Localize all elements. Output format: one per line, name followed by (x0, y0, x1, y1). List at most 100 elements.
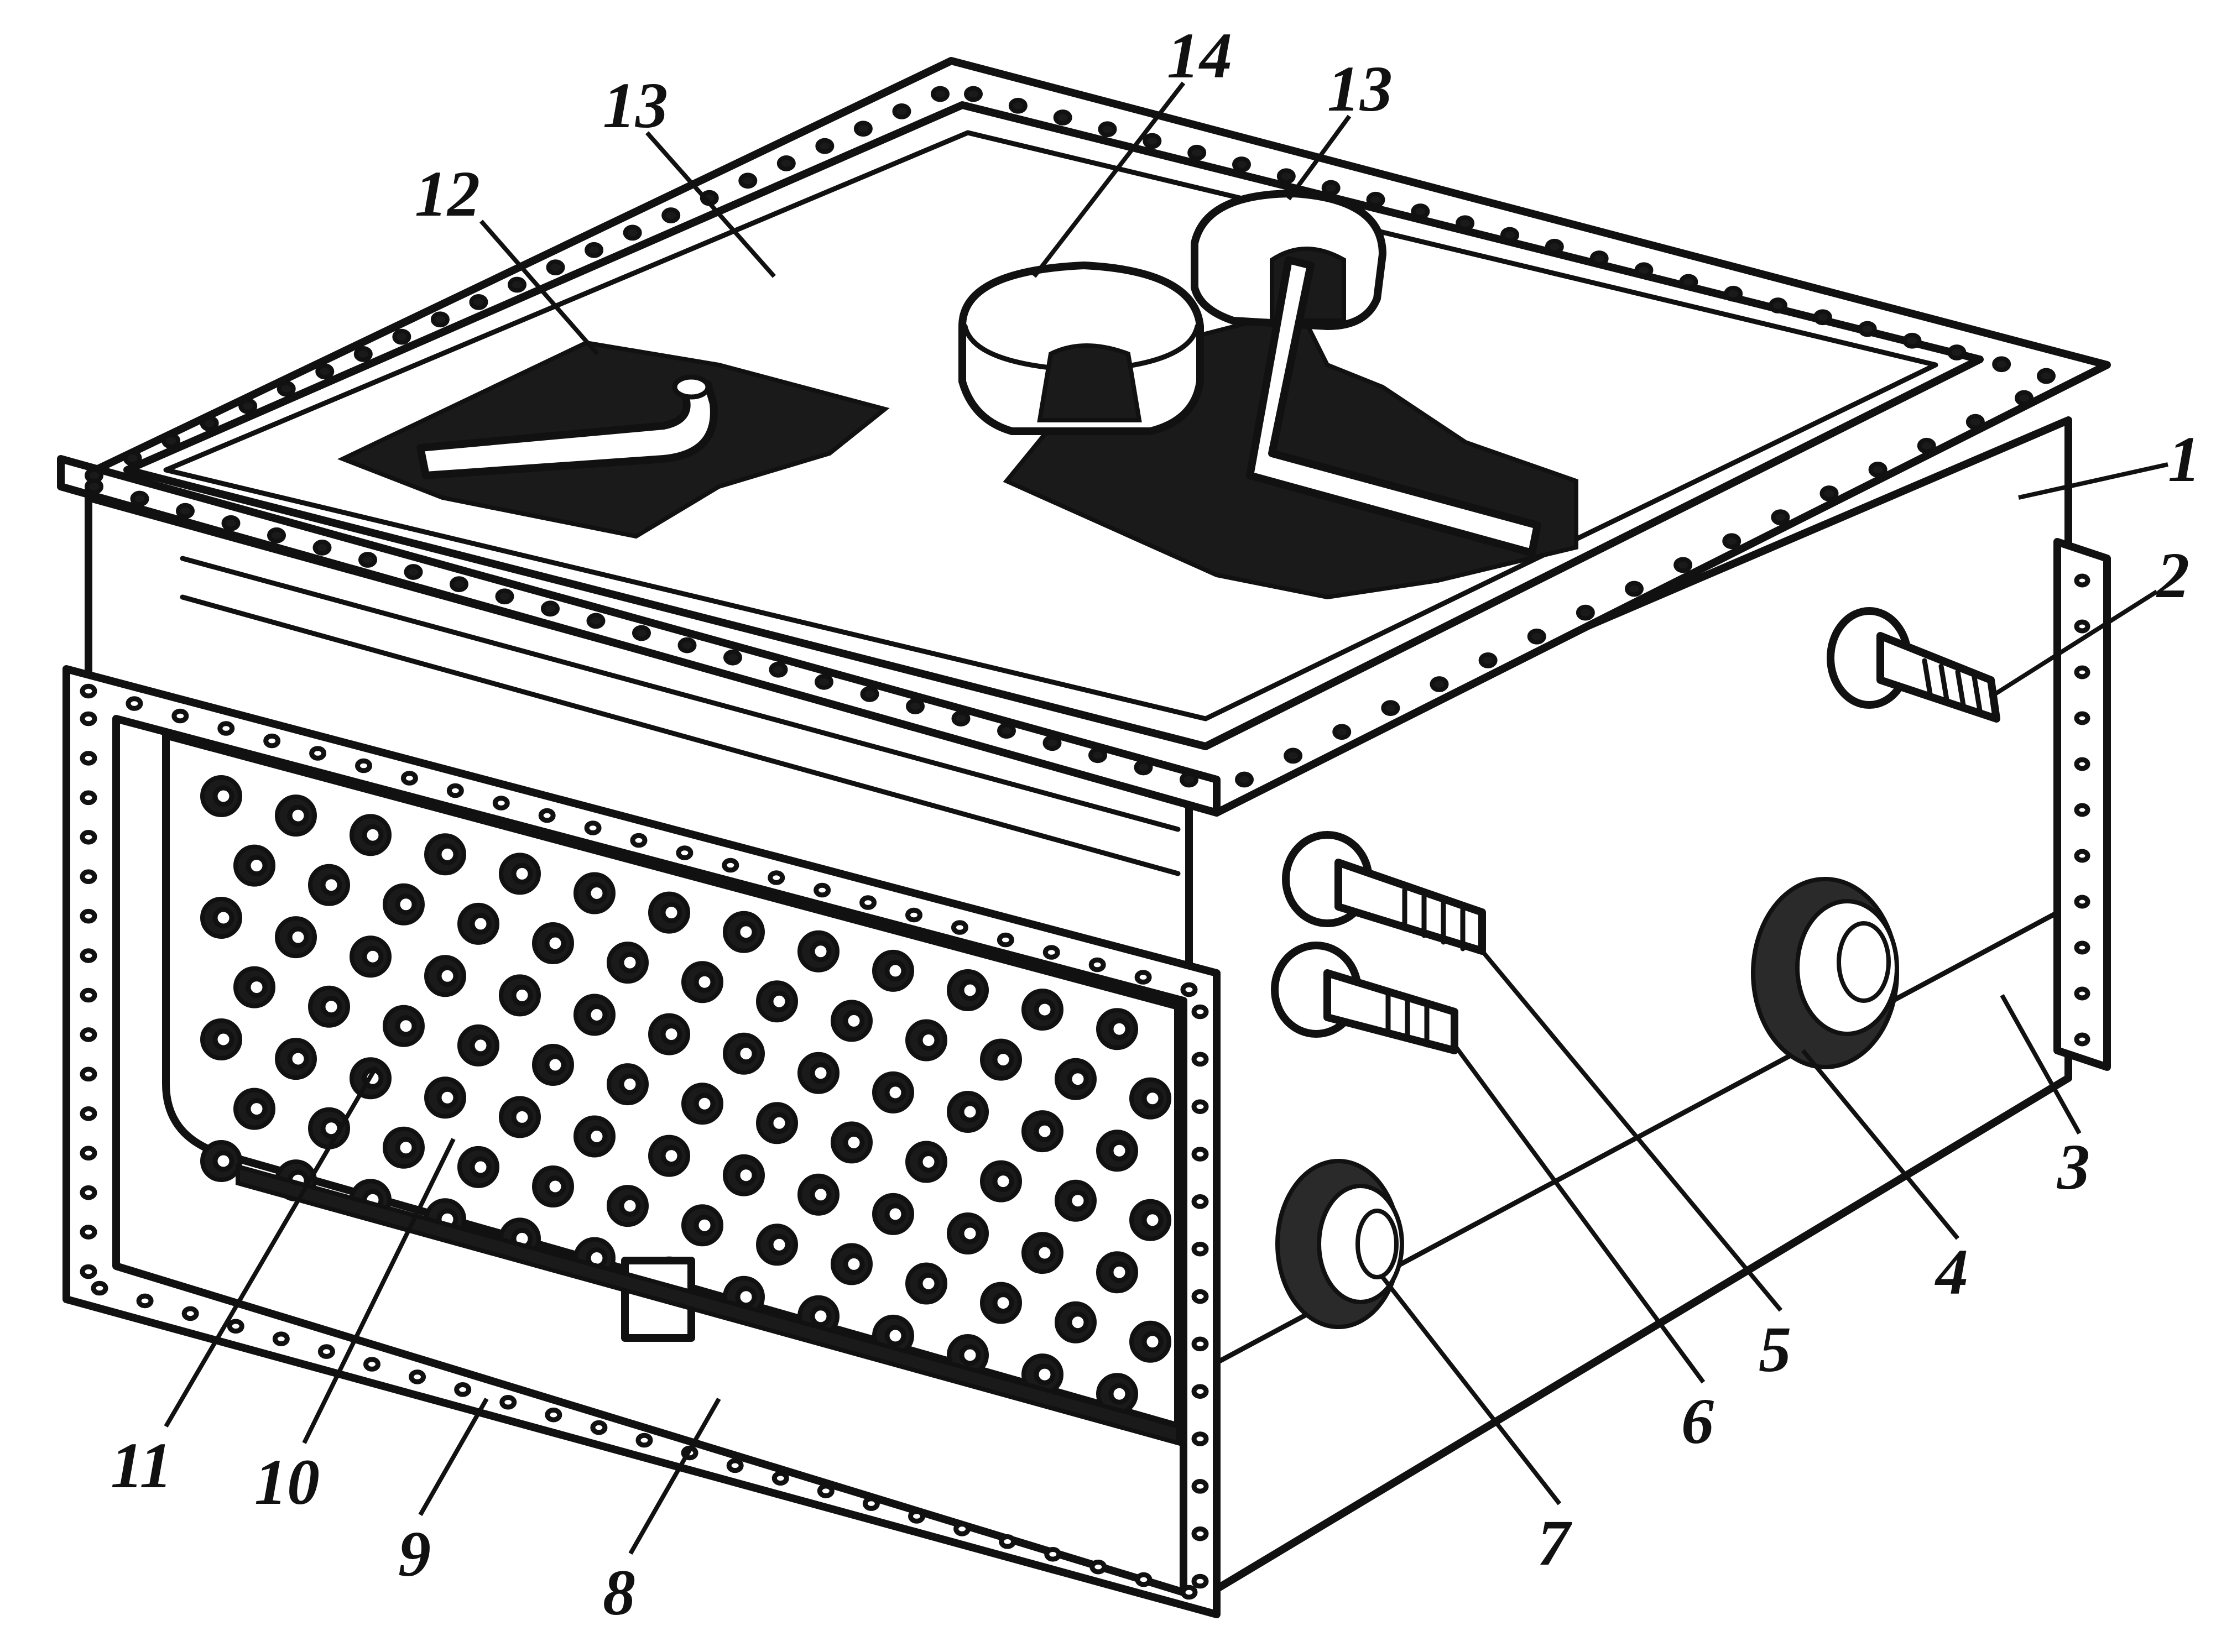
frame-bolt-hole (263, 733, 281, 749)
perforation-hole-center (992, 1049, 1014, 1071)
flange-bolt-hole (277, 380, 296, 397)
perforation-hole-center (287, 1048, 309, 1070)
perforation-hole-center (586, 1004, 608, 1026)
leader-3 (2000, 994, 2082, 1135)
frame-bolt-hole (814, 882, 831, 898)
leader-11 (164, 1065, 378, 1428)
flange-bolt-hole (723, 649, 742, 666)
label-14: 14 (1167, 19, 1232, 92)
leader-6 (1452, 1043, 1706, 1384)
flange-bolt-hole (1143, 133, 1162, 149)
flange-bolt-hole (997, 723, 1016, 739)
frame-bolt-hole (80, 711, 97, 726)
right-flange-strip (2053, 538, 2111, 1071)
leader-10 (302, 1138, 456, 1444)
flange-bolt-hole (1276, 168, 1296, 185)
flange-bolt-hole (1235, 771, 1254, 788)
flange-bolt-hole (892, 103, 911, 119)
leader-5 (1480, 949, 1783, 1312)
perforation-hole-center (544, 932, 566, 954)
perforation-hole-center (212, 785, 234, 807)
perforation-hole-center (735, 1164, 757, 1186)
frame-bolt-hole (454, 1382, 472, 1397)
frame-bolt-hole (80, 948, 97, 963)
flange-bolt-hole (1819, 485, 1839, 501)
perforation-hole-center (511, 862, 533, 885)
flange-bolt-hole (1576, 604, 1595, 621)
flange-bolt-hole (1098, 121, 1117, 138)
plate-bottom-shadow (236, 1163, 1180, 1446)
frame-bolt-hole (1044, 1546, 1062, 1562)
flange-bolt-hole (1284, 747, 1303, 764)
strip-bolt-hole (2074, 1032, 2090, 1047)
label-8: 8 (603, 1556, 635, 1629)
frame-bolt-hole (1191, 1384, 1209, 1399)
perforation-hole-center (917, 1151, 940, 1173)
frame-bolt-hole (355, 758, 372, 773)
frame-bolt-hole (726, 1458, 744, 1473)
perforation-hole-center (810, 1062, 832, 1084)
frame-bolt-hole (80, 1185, 97, 1200)
frame-bolt-hole (171, 708, 189, 724)
flange-bolt-hole (1381, 700, 1400, 717)
perforation-hole-center (436, 843, 458, 865)
strip-bolt-hole (2074, 665, 2090, 679)
perforation-hole-center (1067, 1311, 1089, 1334)
perforation-hole-center (544, 1175, 566, 1198)
frame-bolt-hole (1191, 1479, 1209, 1494)
flange-bolt-hole (815, 673, 833, 690)
perforation-hole-center (917, 1273, 940, 1294)
flange-bolt-hole (1634, 262, 1654, 279)
stud-6-shank (1323, 969, 1458, 1054)
flange-bolt-hole (1042, 735, 1062, 751)
flange-bolt-hole (1545, 238, 1564, 255)
leader-14 (1032, 81, 1186, 278)
perforation-hole-center (843, 1131, 865, 1153)
frame-bolt-hole (817, 1483, 835, 1498)
perforation-hole-center (843, 1010, 865, 1032)
left-cutaway (337, 340, 890, 539)
perforation-hole-center (843, 1253, 865, 1275)
lid-inner-line (163, 130, 1938, 722)
perforation-hole-center (735, 1043, 757, 1065)
strip-bolt-hole (2074, 895, 2090, 909)
flange-bolt-hole (221, 515, 241, 531)
flange-bolt-hole (1232, 156, 1251, 172)
frame-bolt-hole (590, 1420, 608, 1435)
leader-2 (1989, 589, 2158, 699)
cap-14 (958, 262, 1204, 435)
flange-bolt-hole (1008, 97, 1028, 114)
frame-bolt-hole (1042, 945, 1060, 960)
frame-bolt-hole (862, 1496, 880, 1511)
label-6: 6 (1681, 1385, 1714, 1457)
frame-bolt-hole (538, 808, 556, 823)
frame-bolt-hole (1191, 1336, 1209, 1352)
flange-bolt-hole (1625, 581, 1644, 597)
frame-bolt-hole (317, 1344, 335, 1359)
frame-bolt-hole (997, 932, 1014, 948)
frame-bolt-hole (545, 1407, 562, 1423)
frame-bolt-hole (492, 796, 510, 811)
frame-bolt-hole (227, 1319, 244, 1334)
frame-bolt-hole (630, 833, 648, 848)
flange-bolt-hole (1724, 285, 1743, 302)
perforation-hole-center (395, 1015, 417, 1037)
frame-bolt-hole (80, 751, 97, 766)
perforation-hole-center (470, 1156, 492, 1178)
front-frame (62, 665, 1221, 1618)
perforation-hole-center (959, 1101, 981, 1123)
frame-bolt-hole (908, 1509, 925, 1524)
nozzle-4-bore (1837, 921, 1891, 1003)
strip-bolt-hole (2074, 757, 2090, 771)
left-pipe-end (672, 374, 711, 400)
leader-13b (1286, 114, 1352, 201)
flange-bolt-hole (1589, 250, 1609, 266)
frame-bolt-hole (951, 920, 968, 935)
frame-bolt-hole (1191, 1289, 1209, 1304)
frame-bolt-hole (1191, 1526, 1209, 1541)
perforation-hole-center (1067, 1190, 1089, 1212)
flange-bolt-hole (776, 155, 796, 171)
frame-bolt-hole (1191, 1241, 1209, 1257)
perforation-hole-center (1034, 1363, 1056, 1386)
perforation-hole-center (586, 1126, 608, 1147)
